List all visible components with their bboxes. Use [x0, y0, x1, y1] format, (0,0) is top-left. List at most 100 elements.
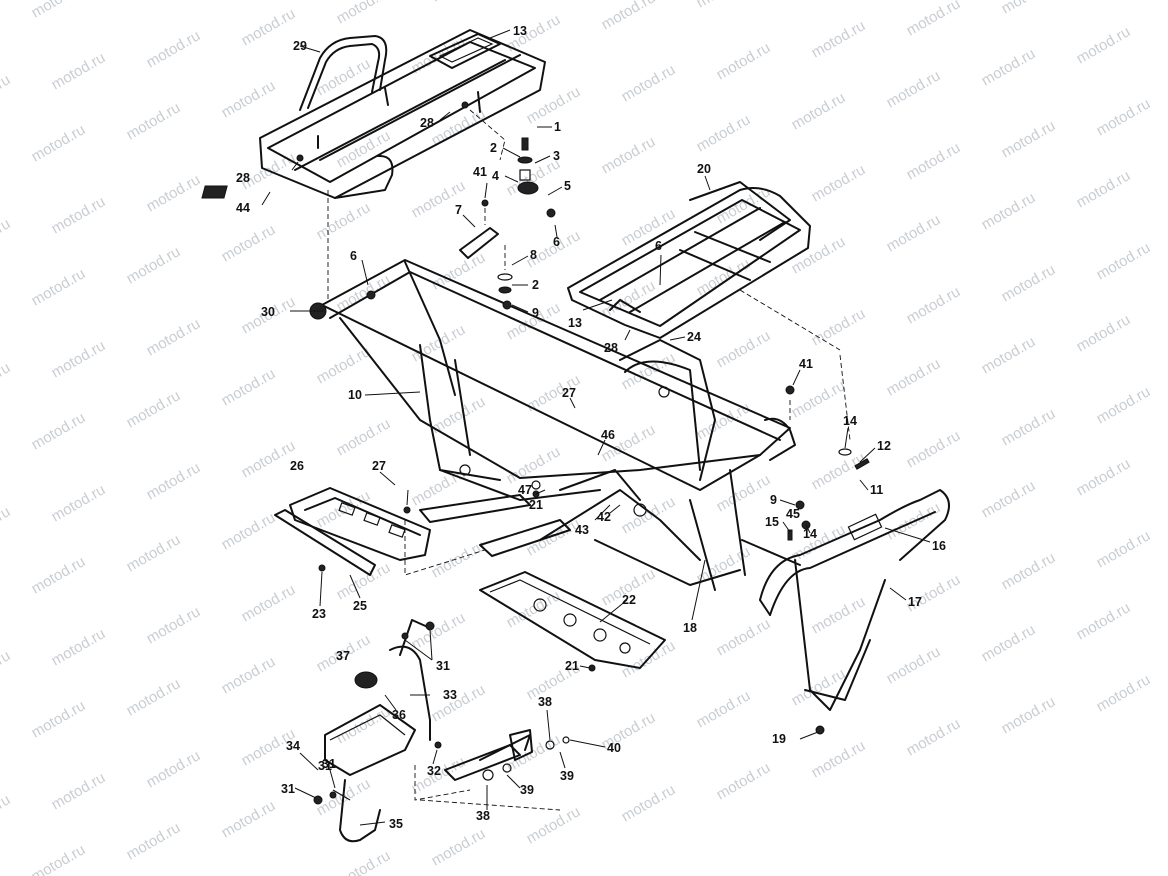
callout-31: 31 — [322, 757, 336, 771]
reflector-44 — [201, 185, 228, 199]
watermark-text: motod.ru — [409, 33, 469, 77]
callout-13: 13 — [513, 24, 527, 38]
watermark-text: motod.ru — [124, 819, 184, 863]
watermark-text: motod.ru — [904, 139, 964, 183]
callout-6: 6 — [350, 249, 357, 263]
watermark-text: motod.ru — [49, 481, 109, 525]
callout-14: 14 — [803, 527, 817, 541]
callout-4: 4 — [492, 169, 499, 183]
callout-37: 37 — [336, 649, 350, 663]
callout-19: 19 — [772, 732, 786, 746]
watermark-text: motod.ru — [979, 477, 1039, 521]
callout-43: 43 — [575, 523, 589, 537]
watermark-text: motod.ru — [49, 625, 109, 669]
callout-26: 26 — [290, 459, 304, 473]
callout-7: 7 — [455, 203, 462, 217]
watermark-text: motod.ru — [0, 71, 13, 115]
callout-46: 46 — [601, 428, 615, 442]
callout-21: 21 — [565, 659, 579, 673]
callout-9: 9 — [770, 493, 777, 507]
callout-33: 33 — [443, 688, 457, 702]
watermark-text: motod.ru — [239, 5, 299, 49]
callout-30: 30 — [261, 305, 275, 319]
skid-plate — [479, 571, 666, 669]
watermark-text: motod.ru — [124, 387, 184, 431]
watermark-text: motod.ru — [144, 171, 204, 215]
bracket-7 — [459, 227, 499, 259]
callout-2: 2 — [490, 141, 497, 155]
callout-36: 36 — [392, 708, 406, 722]
callout-6: 6 — [655, 239, 662, 253]
watermark-text: motod.ru — [124, 243, 184, 287]
brake-pedal-assembly — [324, 619, 431, 843]
watermark-text: motod.ru — [809, 305, 869, 349]
watermark-text: motod.ru — [1094, 527, 1154, 571]
callout-24: 24 — [687, 330, 701, 344]
leader-lines — [261, 29, 931, 826]
callout-18: 18 — [683, 621, 697, 635]
callout-27: 27 — [372, 459, 386, 473]
watermark-text: motod.ru — [124, 675, 184, 719]
watermark-text: motod.ru — [809, 593, 869, 637]
watermark-text: motod.ru — [504, 731, 564, 775]
watermark-text: motod.ru — [1094, 383, 1154, 427]
watermark-text: motod.ru — [219, 365, 279, 409]
footrest-left — [274, 487, 431, 576]
callout-38: 38 — [476, 809, 490, 823]
watermark-text: motod.ru — [884, 211, 944, 255]
watermark-text: motod.ru — [714, 327, 774, 371]
brush-guard-16 — [847, 513, 883, 541]
watermark-text: motod.ru — [144, 747, 204, 791]
callout-22: 22 — [622, 593, 636, 607]
callout-2: 2 — [532, 278, 539, 292]
callout-28: 28 — [236, 171, 250, 185]
watermark-text: motod.ru — [789, 521, 849, 565]
callout-17: 17 — [908, 595, 922, 609]
watermark-text: motod.ru — [904, 715, 964, 759]
watermark-text: motod.ru — [429, 825, 489, 869]
watermark-text: motod.ru — [29, 553, 89, 597]
watermark-text: motod.ru — [29, 409, 89, 453]
watermark-text: motod.ru — [29, 121, 89, 165]
callout-11: 11 — [870, 483, 883, 497]
main-frame — [321, 259, 801, 591]
watermark-text: motod.ru — [0, 215, 13, 259]
watermark-text: motod.ru — [219, 509, 279, 553]
watermark-text: motod.ru — [789, 89, 849, 133]
watermark-text: motod.ru — [884, 355, 944, 399]
watermark-text: motod.ru — [694, 0, 754, 11]
watermark-text: motod.ru — [1094, 671, 1154, 715]
watermark-text: motod.ru — [789, 665, 849, 709]
watermark-text: motod.ru — [999, 261, 1059, 305]
callout-31: 31 — [318, 759, 332, 773]
callout-47: 47 — [518, 483, 532, 497]
watermark-text: motod.ru — [0, 503, 13, 547]
watermark-text: motod.ru — [219, 77, 279, 121]
watermark-text: motod.ru — [429, 249, 489, 293]
callout-41: 41 — [799, 357, 813, 371]
watermark-text: motod.ru — [884, 67, 944, 111]
fastener-hardware — [296, 101, 870, 805]
watermark-text: motod.ru — [409, 465, 469, 509]
callout-25: 25 — [353, 599, 367, 613]
watermark-text: motod.ru — [714, 759, 774, 803]
watermark-text: motod.ru — [999, 0, 1059, 17]
watermark-text: motod.ru — [124, 99, 184, 143]
watermark-text: motod.ru — [0, 791, 13, 835]
watermark-text: motod.ru — [979, 189, 1039, 233]
callout-31: 31 — [281, 782, 295, 796]
watermark-text: motod.ru — [979, 621, 1039, 665]
callout-12: 12 — [877, 439, 891, 453]
assembly-lines — [327, 109, 851, 811]
watermark-text: motod.ru — [314, 199, 374, 243]
watermark-text: motod.ru — [1094, 239, 1154, 283]
watermark-text: motod.ru — [144, 315, 204, 359]
watermark-text: motod.ru — [714, 39, 774, 83]
callout-32: 32 — [427, 764, 441, 778]
callout-20: 20 — [697, 162, 711, 176]
watermark-text: motod.ru — [0, 359, 13, 403]
watermark-text: motod.ru — [904, 0, 964, 39]
watermark-text: motod.ru — [979, 45, 1039, 89]
callout-45: 45 — [786, 507, 800, 521]
callout-23: 23 — [312, 607, 326, 621]
